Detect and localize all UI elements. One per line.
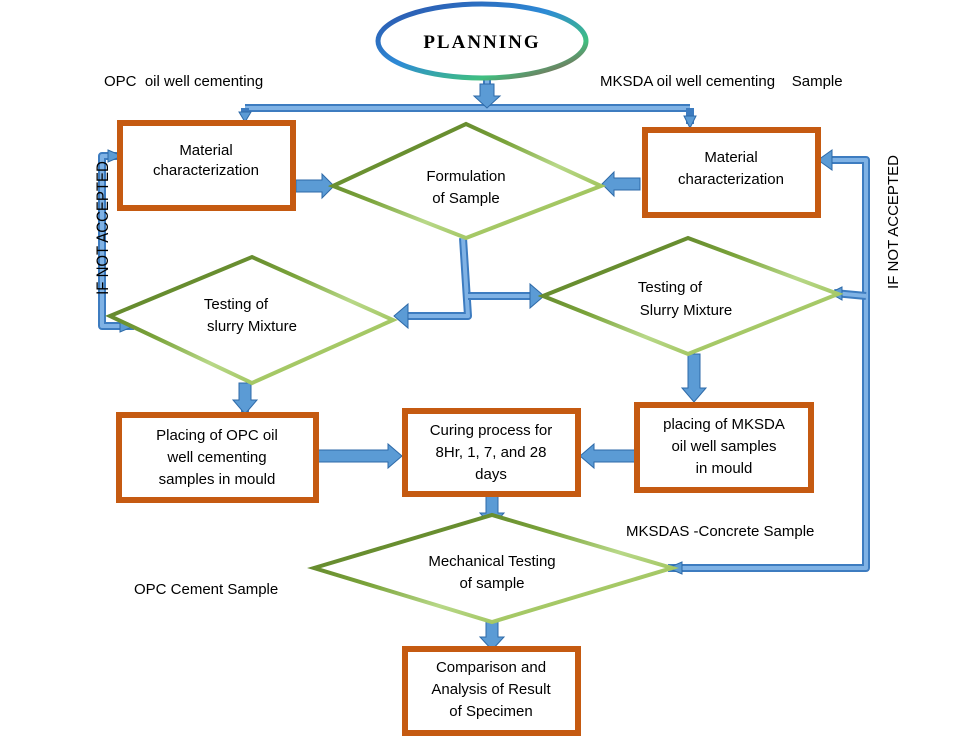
arrow-matchar-left-to-formulation [295, 172, 335, 200]
mat-char-left-box: Material characterization [117, 120, 296, 211]
testing-right-diamond: Testing of Slurry Mixture [537, 235, 844, 357]
formulation-diamond: Formulation of Sample [327, 121, 607, 241]
placing-opc-box: Placing of OPC oil well cementing sample… [116, 412, 319, 503]
mat-char-right-line1: Material [704, 149, 757, 166]
comparison-line2: Analysis of Result [431, 681, 551, 698]
label-not-accepted-right: IF NOT ACCEPTED [885, 155, 902, 289]
label-mksda-top: MKSDA oil well cementing Sample [600, 73, 843, 90]
placing-mksda-box: placing of MKSDA oil well samples in mou… [634, 402, 814, 493]
label-mksdas-concrete: MKSDAS -Concrete Sample [626, 523, 814, 540]
arrow-matchar-right-to-formulation [601, 170, 641, 198]
arrow-testing-to-placing-opc [231, 382, 259, 415]
arrow-testing-to-placing-mksda [680, 353, 708, 403]
arrow-placing-mksda-to-curing [579, 442, 637, 470]
placing-opc-line3: samples in mould [159, 471, 276, 488]
label-opc-cement: OPC Cement Sample [134, 581, 278, 598]
curing-line1: Curing process for [430, 422, 553, 439]
arrow-placing-opc-to-curing [317, 442, 403, 470]
arrow-to-testing-right [529, 282, 545, 310]
placing-opc-line1: Placing of OPC oil [156, 427, 278, 444]
placing-opc-line2: well cementing [166, 449, 266, 466]
mat-char-right-box: Material characterization [642, 127, 821, 218]
arrowheads [107, 83, 843, 651]
curing-box: Curing process for 8Hr, 1, 7, and 28 day… [402, 408, 581, 497]
label-opc-top: OPC oil well cementing [104, 73, 263, 90]
planning-title: PLANNING [423, 32, 540, 53]
arrow-mechanical-to-comparison [478, 621, 506, 651]
arrow-to-right-matchar [683, 115, 697, 130]
arrow-to-testing-left [393, 302, 409, 330]
testing-left-diamond: Testing of slurry Mixture [105, 254, 398, 386]
testing-left-line1: Testing of [204, 296, 269, 313]
placing-mksda-line2: oil well samples [671, 438, 776, 455]
formulation-line1: Formulation [426, 168, 505, 185]
formulation-line2: of Sample [432, 190, 500, 207]
mechanical-line1: Mechanical Testing [428, 553, 555, 570]
mat-char-left-line2: characterization [153, 162, 259, 179]
testing-right-line2: Slurry Mixture [640, 302, 733, 319]
comparison-line3: of Specimen [449, 703, 532, 720]
connectors [98, 78, 870, 640]
mechanical-diamond: Mechanical Testing of sample [307, 512, 680, 625]
testing-left-line2: slurry Mixture [207, 318, 297, 335]
comparison-box: Comparison and Analysis of Result of Spe… [402, 646, 581, 736]
arrow-loop-right-matchar [817, 149, 833, 171]
planning-node: PLANNING [375, 1, 589, 81]
arrow-loop-left-out [107, 149, 124, 163]
placing-mksda-line1: placing of MKSDA [663, 416, 785, 433]
arrow-to-left-matchar [238, 111, 252, 123]
mat-char-right-line2: characterization [678, 171, 784, 188]
mechanical-line2: of sample [459, 575, 524, 592]
arrow-planning-down [472, 83, 502, 109]
comparison-line1: Comparison and [436, 659, 546, 676]
label-not-accepted-left: IF NOT ACCEPTED [94, 161, 112, 295]
testing-right-line1: Testing of [638, 279, 703, 296]
mat-char-left-line1: Material [179, 142, 232, 159]
curing-line3: days [475, 466, 507, 483]
curing-line2: 8Hr, 1, 7, and 28 [436, 444, 547, 461]
placing-mksda-line3: in mould [696, 460, 753, 477]
